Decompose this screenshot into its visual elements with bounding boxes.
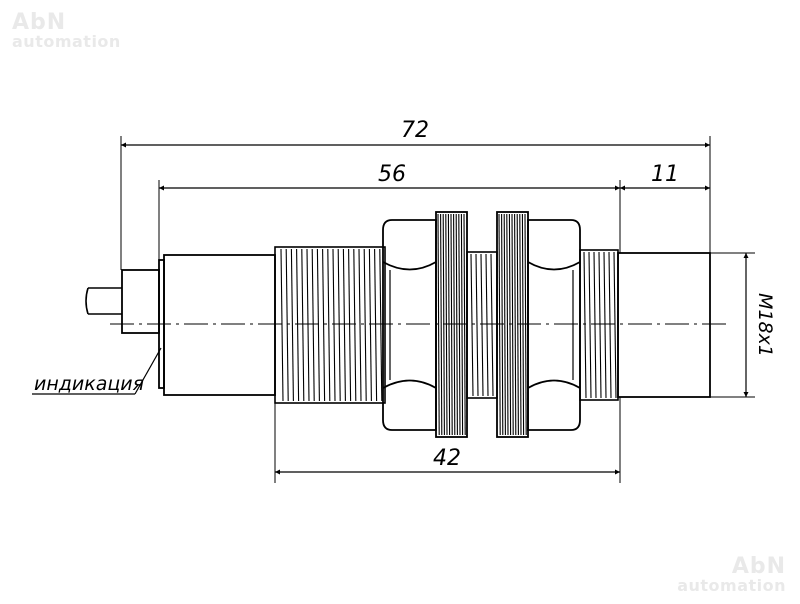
dim-body-length: 56 <box>378 162 406 187</box>
indication-label: индикация <box>34 373 144 395</box>
hex-nut-right <box>527 219 581 431</box>
sensing-face <box>617 252 711 398</box>
dimension-lines <box>121 142 749 475</box>
thread-line <box>280 248 284 402</box>
thread-line <box>296 248 300 402</box>
knurl-line <box>503 213 506 436</box>
thread-line <box>374 248 378 402</box>
thread-line <box>588 251 592 399</box>
rear-housing <box>158 254 276 396</box>
knurl-line <box>506 213 509 436</box>
thread-line <box>306 248 310 402</box>
thread-line <box>368 248 372 402</box>
thread-line <box>490 253 494 397</box>
thread-line <box>342 248 346 402</box>
thread-line <box>603 251 607 399</box>
cable <box>85 287 122 315</box>
threaded-body-left <box>274 246 386 404</box>
dim-overall-length: 72 <box>401 118 429 143</box>
hex-nut-left <box>382 219 437 431</box>
watermark-brand: AbN <box>12 10 67 35</box>
watermark-top-left: AbN automation <box>12 12 121 50</box>
knurl-line <box>511 213 514 436</box>
thread-line <box>348 248 352 402</box>
thread-line <box>285 248 289 402</box>
thread-line <box>316 248 320 402</box>
thread-line <box>613 251 617 399</box>
thread-line <box>480 253 484 397</box>
dim-thread-length: 42 <box>433 446 461 471</box>
thread-line <box>379 248 383 402</box>
indication-leader <box>32 347 162 395</box>
thread-line <box>485 253 489 397</box>
knurl-line <box>440 213 443 436</box>
thread-line <box>593 251 597 399</box>
threaded-body-middle <box>466 251 498 399</box>
thread-line <box>353 248 357 402</box>
thread-line <box>327 248 331 402</box>
thread-line <box>608 251 612 399</box>
thread-line <box>301 248 305 402</box>
thread-line <box>322 248 326 402</box>
dim-face-length: 11 <box>651 162 679 187</box>
thread-line <box>363 248 367 402</box>
thread-line <box>470 253 474 397</box>
thread-line <box>598 251 602 399</box>
thread-line <box>311 248 315 402</box>
watermark-bottom-right: AbN automation <box>677 556 786 594</box>
thread-line <box>290 248 294 402</box>
watermark-tagline: automation <box>677 576 786 595</box>
watermark-brand: AbN <box>731 554 786 579</box>
knurl-line <box>514 213 517 436</box>
knurl-line <box>437 213 440 436</box>
thread-line <box>583 251 587 399</box>
watermark-tagline: automation <box>12 32 121 51</box>
thread-line <box>475 253 479 397</box>
thread-line <box>358 248 362 402</box>
threaded-body-right <box>579 249 619 401</box>
thread-line <box>332 248 336 402</box>
thread-line <box>337 248 341 402</box>
dim-thread-size: M18x1 <box>754 293 776 357</box>
